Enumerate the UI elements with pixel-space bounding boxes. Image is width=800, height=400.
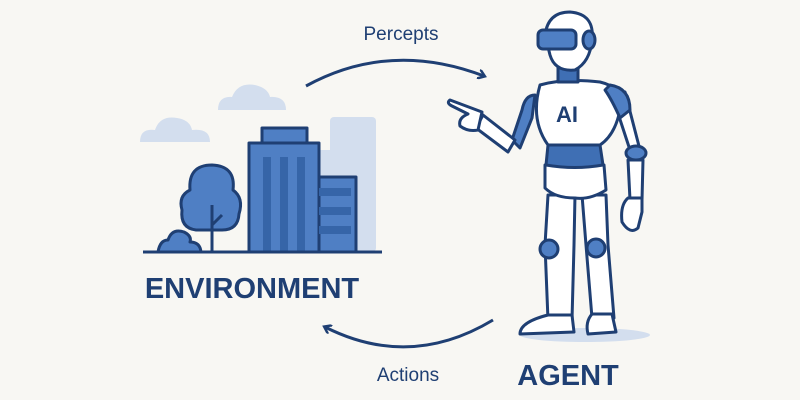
actions-label: Actions — [377, 365, 439, 386]
agent-label: AGENT — [517, 360, 619, 392]
hips — [543, 163, 608, 200]
tree-icon — [179, 163, 242, 232]
ear — [581, 29, 597, 51]
left-shoulder — [510, 93, 537, 150]
percepts-label: Percepts — [364, 24, 439, 45]
chest-ai-label: AI — [556, 102, 578, 127]
cloud-icon — [140, 117, 210, 142]
visor — [536, 28, 578, 51]
percepts-arrow — [305, 58, 484, 88]
pointing-hand — [446, 98, 484, 132]
bush-icon — [156, 229, 203, 254]
right-hand — [620, 196, 644, 232]
cloud-icon — [218, 84, 286, 110]
environment-label: ENVIRONMENT — [145, 273, 360, 305]
environment-illustration — [140, 84, 382, 254]
waist — [544, 143, 605, 169]
left-foot — [518, 313, 576, 336]
actions-arrow — [325, 318, 494, 349]
right-knee — [585, 237, 607, 259]
right-foot — [585, 312, 618, 336]
robot-agent-illustration: AI — [446, 10, 650, 342]
left-knee — [538, 238, 560, 260]
left-forearm — [474, 113, 517, 154]
right-shoulder — [603, 83, 632, 120]
